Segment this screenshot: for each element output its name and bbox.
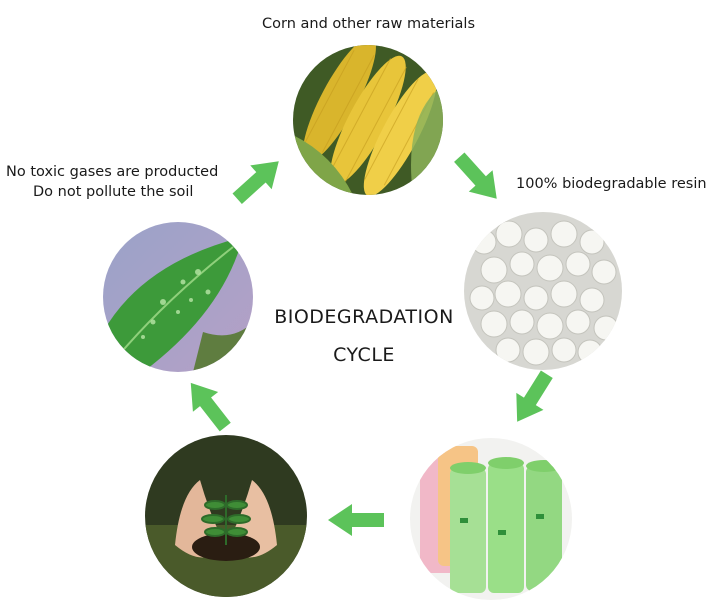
right-label: 100% biodegradable resin [516, 176, 707, 192]
arrow-corn-to-resin [447, 146, 509, 210]
left-label-line1: No toxic gases are producted [6, 164, 219, 180]
arrow-leaf-to-corn [226, 149, 290, 211]
cycle-title-line2: CYCLE [333, 344, 395, 366]
seedling-in-hands-image [145, 435, 307, 597]
bag-rolls-image [410, 438, 572, 600]
arrow-hands-to-leaf [178, 373, 238, 437]
arrow-bags-to-hands [328, 504, 384, 536]
arrow-resin-to-bags [503, 365, 561, 431]
cycle-title-line1: BIODEGRADATION [274, 306, 454, 328]
leaf-image [103, 222, 253, 372]
resin-pellets-image [464, 212, 622, 370]
left-label-line2: Do not pollute the soil [33, 184, 194, 200]
top-label: Corn and other raw materials [262, 16, 476, 32]
